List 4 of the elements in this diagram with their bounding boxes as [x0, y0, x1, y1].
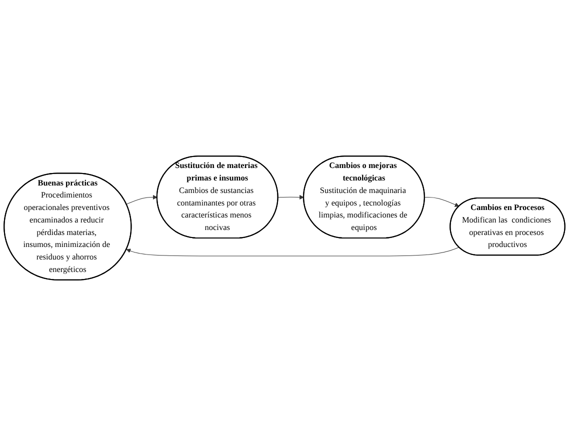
arrow	[126, 246, 460, 256]
arrow	[126, 194, 158, 204]
arrow	[278, 194, 304, 199]
arrow	[424, 196, 460, 206]
